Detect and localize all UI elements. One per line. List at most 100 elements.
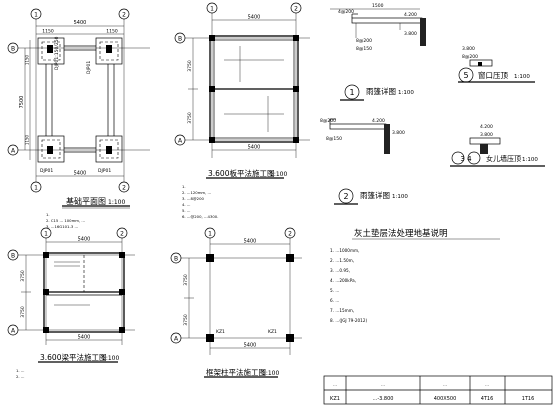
axis-label: 1 (208, 231, 212, 238)
table-cell: 400X500 (434, 396, 457, 402)
column-tag: KZ1 (216, 329, 225, 335)
footing-tag: DJP01 (98, 168, 111, 174)
axis-label: 2 (294, 6, 298, 13)
detail-label: 8@200 (320, 118, 336, 124)
axis-label: A (178, 138, 183, 145)
drawing-title: 3.600梁平法施工图 (40, 352, 106, 362)
column-plan: 1 2 5400 B A 3750 3750 KZ1 KZ1 5400 框架柱平… (170, 227, 302, 378)
spec-line: 1. ...1000mm, (330, 248, 359, 253)
table-header-cell: ... (381, 382, 385, 387)
axis-label: A (174, 336, 179, 343)
dimension-text: 5400 (244, 239, 257, 245)
table-header-cell: ... (443, 382, 447, 387)
canopy-detail-2: 4.200 3.800 8@200 8@150 2 雨篷详图 1:100 (320, 118, 408, 205)
spec-line: 6. ... (330, 298, 339, 303)
table-cell: KZ1 (330, 396, 340, 402)
axis-label: 1 (44, 231, 48, 238)
drawing-title: 3.600板平法施工图 (208, 168, 274, 178)
axis-label: 2 (122, 185, 126, 192)
note-line: 1. (46, 212, 50, 217)
dimension-text: 1150 (106, 29, 118, 35)
detail-label: 1500 (372, 3, 384, 9)
detail-badge: 3 4 (460, 155, 472, 163)
spec-title: 灰土垫层法处理地基说明 (354, 228, 448, 239)
detail-label: 8@200 (356, 38, 372, 44)
detail-badge: 1 (349, 88, 354, 97)
dimension-text: 1150 (25, 134, 30, 145)
window-coping-detail: 3.800 8@200 5 窗口压顶 1:100 (458, 46, 535, 83)
note-line: 2. C15 ... 100mm, ... (46, 218, 85, 223)
detail-label: 8@150 (356, 46, 372, 52)
axis-label: B (11, 46, 15, 53)
detail-label: 4.200 (372, 118, 385, 124)
drawing-scale: 1:100 (522, 157, 538, 163)
dimension-text: 5400 (78, 335, 91, 341)
spec-line: 5. ... (330, 288, 339, 293)
detail-label: 8@200 (462, 54, 478, 60)
axis-label: 1 (34, 185, 38, 192)
detail-badge: 2 (343, 192, 348, 201)
drawing-scale: 1:100 (398, 90, 414, 96)
axis-label: 1 (210, 6, 214, 13)
detail-label: 3.800 (480, 132, 493, 138)
dimension-text: 3750 (20, 306, 26, 318)
spec-line: 3. ...0.95, (330, 268, 350, 273)
spec-line: 4. ...200kPa, (330, 278, 356, 283)
note-line: 1. ... (16, 368, 24, 373)
column-table: ... ... ... ... KZ1 ...-3.800 400X500 4T… (323, 375, 553, 405)
detail-label: 3.800 (392, 130, 405, 136)
axis-label: 1 (34, 12, 38, 19)
drawing-scale: 1:100 (392, 194, 408, 200)
detail-label: 4.200 (404, 12, 417, 18)
drawing-scale: 1:100 (514, 74, 530, 80)
parapet-coping-detail: 4.200 3.800 3 4 女儿墙压顶 1:100 (450, 124, 545, 167)
table-cell: 1T16 (522, 396, 535, 402)
dimension-text: 3750 (187, 60, 193, 72)
table-header-cell: ... (485, 382, 489, 387)
dimension-text: 5400 (74, 171, 87, 177)
axis-label: 2 (122, 12, 126, 19)
dimension-text: 5400 (248, 15, 261, 21)
axis-bubble (30, 181, 42, 193)
dimension-text: 3750 (20, 270, 26, 282)
axis-label: A (11, 328, 16, 335)
note-line: 3. ...8@200 (182, 196, 204, 201)
table-header-cell: ... (333, 382, 337, 387)
drawing-scale: 1:100 (102, 355, 119, 362)
drawing-title: 女儿墙压顶 (486, 154, 521, 163)
drawing-title: 雨篷详图 (366, 86, 396, 96)
dimension-text: 5400 (74, 20, 87, 26)
foundation-spec: 灰土垫层法处理地基说明 1. ...1000mm, 2. ...1.50m, 3… (330, 228, 500, 323)
note-line: 4. ... (182, 202, 190, 207)
axis-label: B (174, 256, 178, 263)
axis-label: B (178, 36, 182, 43)
note-line: 3. ...16G101-3 ... (46, 224, 78, 229)
axis-bubble (118, 181, 130, 193)
footing-tag: DJP01:150/250 (54, 36, 60, 70)
beam-plan: 1 2 5400 B A 3750 3750 5400 3.600梁平法施工图 (7, 227, 135, 379)
axis-label: 2 (120, 231, 124, 238)
note-line: 2. ... (16, 374, 24, 379)
drawing-title: 雨篷详图 (360, 190, 390, 200)
footing-tag: DJP01 (40, 168, 53, 174)
drawing-scale: 1:100 (262, 370, 279, 377)
drawing-scale: 1:100 (270, 171, 287, 178)
detail-label: 8@150 (326, 136, 342, 142)
dimension-text: 1150 (42, 29, 54, 35)
axis-label: B (11, 253, 15, 260)
dimension-text: 1150 (25, 54, 30, 65)
table-cell: ...-3.800 (373, 396, 394, 402)
canopy-detail-1: 4@200 1500 4.200 3.800 8@200 8@150 1 雨篷详… (330, 3, 426, 101)
note-line: 6. ...@200, ...4300. (182, 214, 218, 219)
detail-badge: 5 (463, 71, 468, 80)
drawing-title: 框架柱平法施工图 (206, 367, 266, 377)
dimension-text: 3750 (187, 112, 193, 124)
dimension-text: 3750 (183, 274, 189, 286)
note-line: 2. ...120mm, ... (182, 190, 211, 195)
detail-label: 4@200 (338, 9, 354, 15)
footing-tag: DJP01 (86, 61, 92, 74)
drawing-title: 基础平面图 (66, 196, 106, 206)
spec-line: 8. ...(JGJ 79-2012) (330, 318, 367, 323)
dimension-text: 5400 (244, 343, 257, 349)
